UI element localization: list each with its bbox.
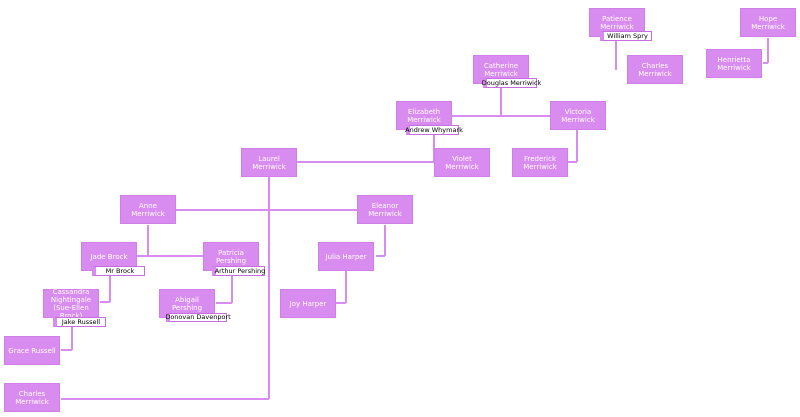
spouse-donovan-davenport[interactable]: Donovan Davenport <box>165 313 231 322</box>
spouse-andrew-whymark[interactable]: Andrew Whymark <box>405 125 463 135</box>
person-victoria-merriwick[interactable]: Victoria Merriwick <box>550 101 606 130</box>
person-cassandra-nightingale[interactable]: Cassandra Nightingale (Sue-Ellen Brock) <box>43 288 99 320</box>
spouse-douglas-merriwick[interactable]: Douglas Merriwick <box>481 78 542 88</box>
person-charles-merriwick-bottom[interactable]: Charles Merriwick <box>4 383 60 412</box>
person-anne-merriwick[interactable]: Anne Merriwick <box>120 195 176 224</box>
spouse-jake-russell[interactable]: Jake Russell <box>53 317 106 327</box>
person-violet-merriwick[interactable]: Violet Merriwick <box>434 148 490 177</box>
person-grace-russell[interactable]: Grace Russell <box>4 336 60 365</box>
person-eleanor-merriwick[interactable]: Eleanor Merriwick <box>357 195 413 224</box>
person-charles-merriwick-top[interactable]: Charles Merriwick <box>627 55 683 84</box>
spouse-william-spry[interactable]: William Spry <box>600 31 652 41</box>
person-hope-merriwick[interactable]: Hope Merriwick <box>740 8 796 37</box>
person-laurel-merriwick[interactable]: Laurel Merriwick <box>241 148 297 177</box>
spouse-arthur-pershing[interactable]: Arthur Pershing <box>212 266 265 276</box>
person-henrietta-merriwick[interactable]: Henrietta Merriwick <box>706 49 762 78</box>
person-frederick-merriwick[interactable]: Frederick Merriwick <box>512 148 568 177</box>
person-julia-harper[interactable]: Julia Harper <box>318 242 374 271</box>
person-joy-harper[interactable]: Joy Harper <box>280 289 336 318</box>
spouse-mr-brock[interactable]: Mr Brock <box>92 266 145 276</box>
